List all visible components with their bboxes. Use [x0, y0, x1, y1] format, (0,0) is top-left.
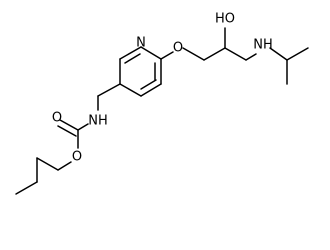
bond-ring-c5-c4	[119, 83, 142, 97]
bond-butyl-1	[36, 157, 59, 171]
bond-c2-o-ether	[160, 51, 174, 60]
bond-choh-ch2	[224, 47, 247, 61]
bond-ring-n1-c6	[119, 46, 142, 60]
bond-ch2-nh	[245, 53, 257, 61]
bond-ch-ch3-a	[286, 47, 309, 61]
atom-nh-amine: NH	[253, 38, 273, 53]
bond-carbonyl-c-o-a	[59, 119, 79, 131]
bond-nh-ch-isopropyl	[269, 47, 288, 61]
atom-n-pyridine: N	[136, 36, 146, 51]
bond-carbonyl-c-o-b	[57, 125, 77, 137]
atom-oh: HO	[215, 12, 235, 27]
bond-butyl-3	[15, 181, 38, 195]
bond-ring-c2-n1	[140, 46, 162, 60]
bond-o-ether-ch2	[182, 47, 205, 61]
bond-ch2-choh	[203, 47, 226, 61]
atom-nh-carbamate: NH	[88, 114, 108, 129]
bond-nh-carbonyl-c	[77, 123, 89, 131]
bond-ring-c4-c3-inner	[140, 79, 157, 90]
bond-layer	[15, 27, 309, 195]
atom-o-ester: O	[72, 150, 82, 165]
bond-ring-c4-c3	[140, 83, 162, 97]
bond-ring-n1-c6-inner	[124, 53, 141, 64]
atom-o-ether: O	[173, 41, 183, 56]
atom-o-carbonyl: O	[52, 111, 62, 126]
bond-o-ester-ch2	[57, 161, 72, 171]
bond-c5-ch2	[97, 83, 121, 97]
atom-label-layer: N O HO NH NH O O	[52, 12, 273, 165]
